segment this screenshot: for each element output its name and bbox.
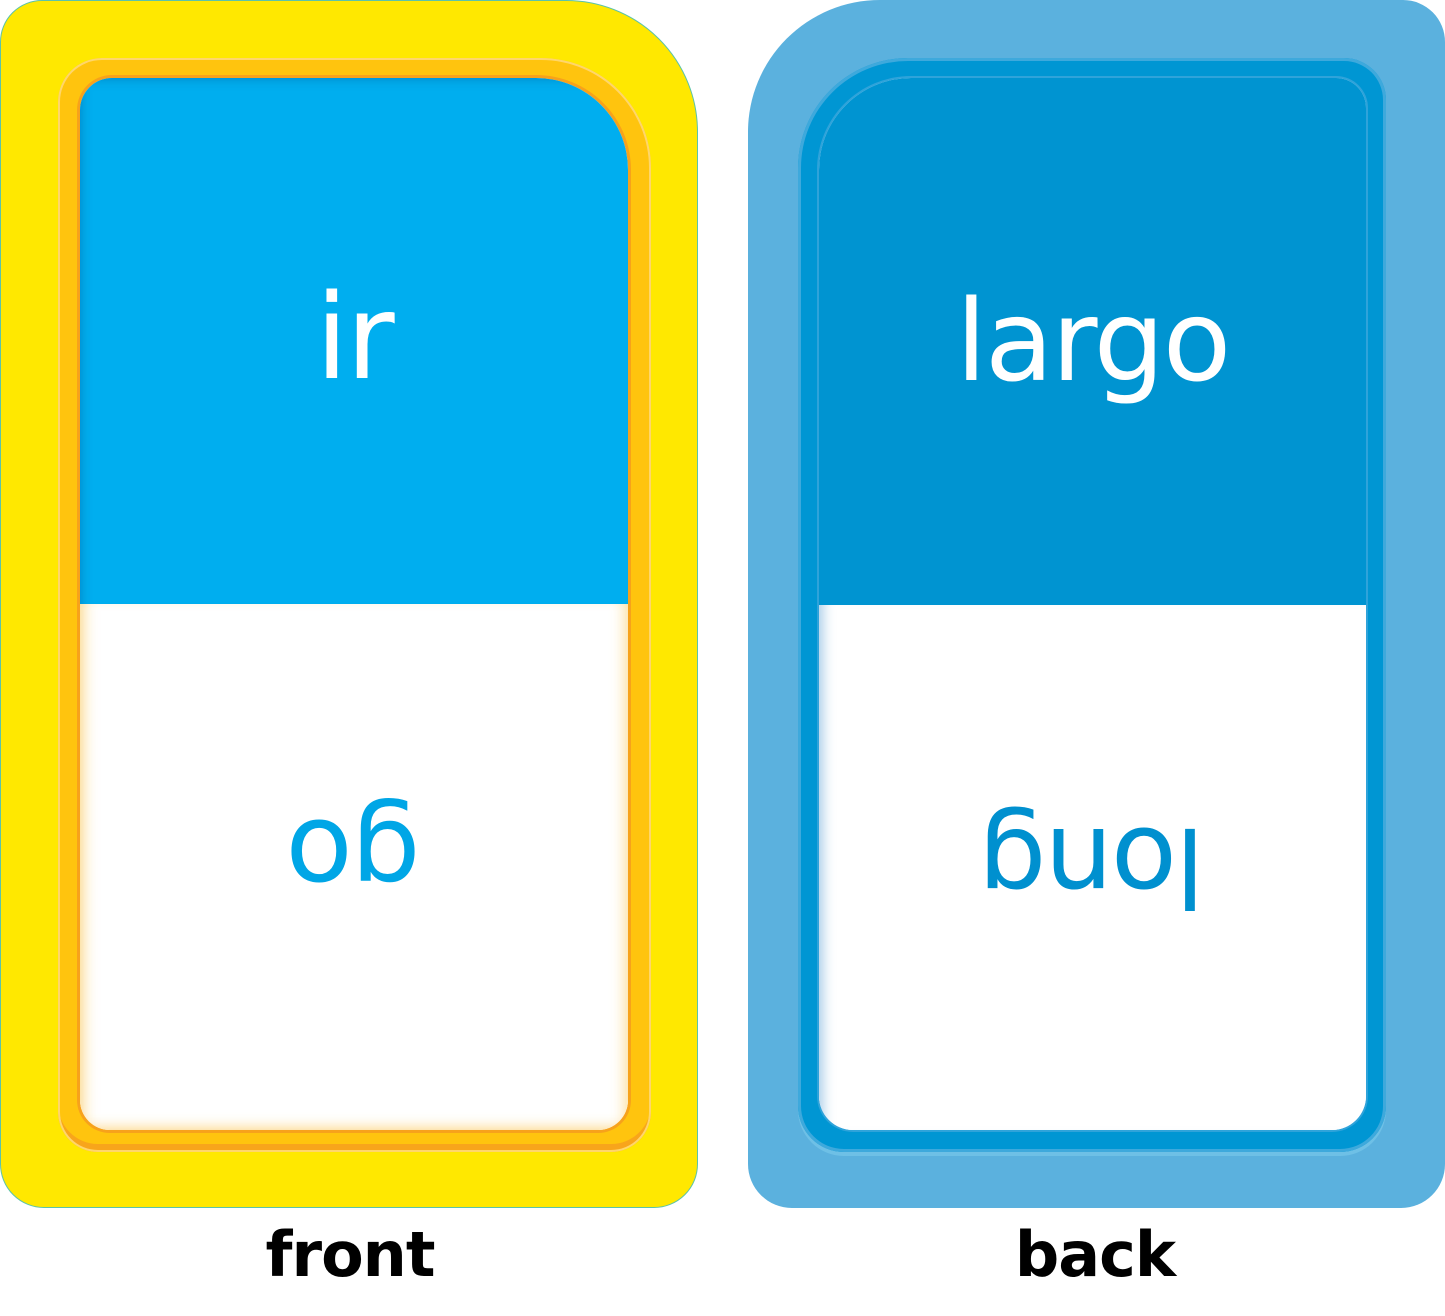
- back-caption: back: [1014, 1218, 1176, 1291]
- front-flashcard: ir go: [0, 0, 698, 1208]
- front-card-panel: ir go: [80, 78, 628, 1130]
- back-card-frame: largo long: [798, 58, 1386, 1152]
- back-flashcard: largo long: [748, 0, 1445, 1208]
- front-bottom-word-upside-down: go: [287, 795, 421, 923]
- back-card-bottom-half: long: [819, 605, 1366, 1130]
- front-caption: front: [265, 1218, 436, 1291]
- back-card-top-half: largo: [819, 78, 1366, 605]
- front-card-top-half: ir: [80, 78, 628, 604]
- back-bottom-word-upside-down: long: [979, 803, 1206, 928]
- front-card-bottom-half: go: [80, 604, 628, 1130]
- back-top-word: largo: [955, 277, 1231, 407]
- back-card-panel: largo long: [819, 78, 1366, 1130]
- front-top-word: ir: [315, 268, 394, 406]
- front-card-frame: ir go: [58, 58, 651, 1152]
